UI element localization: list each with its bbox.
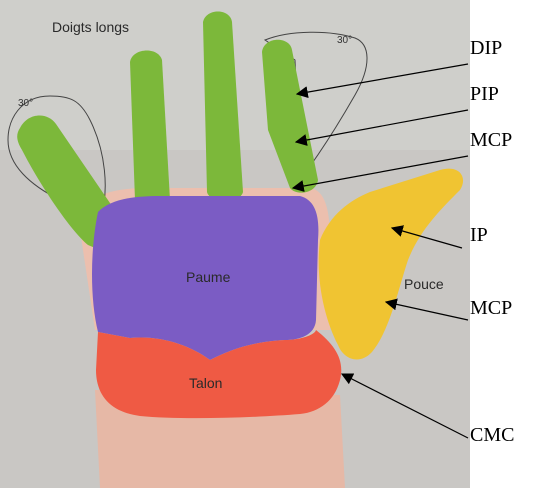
angle-label-right: 30°	[337, 35, 352, 46]
palm-label: Paume	[186, 269, 231, 285]
label-pip: PIP	[470, 83, 499, 105]
label-ip: IP	[470, 224, 488, 246]
label-dip: DIP	[470, 37, 502, 59]
label-mcp-fingers: MCP	[470, 129, 512, 151]
label-mcp-thumb: MCP	[470, 297, 512, 319]
heel-label: Talon	[189, 375, 222, 391]
thumb-label: Pouce	[404, 276, 444, 292]
angle-label-left: 30°	[18, 98, 33, 109]
label-cmc: CMC	[470, 424, 514, 446]
photo-title: Doigts longs	[52, 19, 129, 35]
